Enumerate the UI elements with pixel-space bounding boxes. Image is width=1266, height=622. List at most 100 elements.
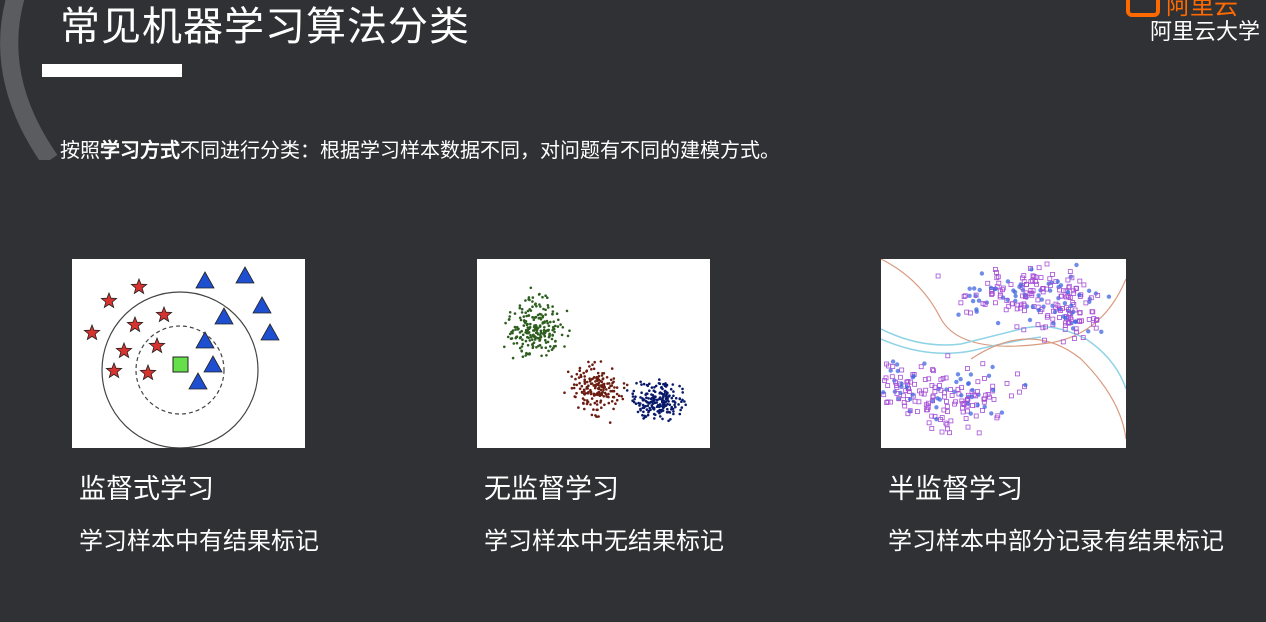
unlabeled-point <box>1044 261 1050 267</box>
cluster-point <box>526 328 530 332</box>
cluster-point <box>638 404 641 407</box>
unlabeled-point <box>1016 389 1022 395</box>
cluster-point <box>659 415 662 418</box>
unlabeled-point <box>1040 289 1046 295</box>
cluster-point <box>536 336 540 340</box>
cluster-point <box>538 303 541 306</box>
unlabeled-point <box>1089 309 1095 314</box>
unlabeled-point <box>1008 393 1014 399</box>
unlabeled-point <box>994 269 999 275</box>
labeled-point <box>1069 303 1074 308</box>
unlabeled-point <box>1072 307 1078 313</box>
cluster-point <box>552 320 555 323</box>
cluster-point <box>607 401 611 405</box>
cluster-point <box>652 389 656 392</box>
cluster-point <box>593 384 596 387</box>
unlabeled-point <box>960 405 965 411</box>
cluster-point <box>652 408 656 411</box>
cluster-point <box>522 324 526 327</box>
labeled-point <box>1087 296 1092 301</box>
cluster-point <box>535 346 538 349</box>
cluster-point <box>639 396 642 399</box>
cluster-point <box>544 294 547 297</box>
unlabeled-point <box>901 400 907 405</box>
labeled-point <box>989 411 994 416</box>
cluster-point <box>521 355 525 358</box>
unlabeled-point <box>884 361 889 367</box>
unlabeled-point <box>1066 283 1072 289</box>
cluster-point <box>528 326 531 330</box>
cluster-point <box>520 345 524 348</box>
cluster-point <box>538 343 542 347</box>
cluster-point <box>546 329 550 332</box>
unlabeled-point <box>930 398 935 404</box>
cluster-point <box>518 346 522 350</box>
labeled-point <box>1052 309 1058 315</box>
labeled-point <box>975 402 980 408</box>
labeled-point <box>899 384 904 389</box>
cluster-point <box>539 305 542 308</box>
cluster-point <box>578 369 581 372</box>
cluster-point <box>531 338 534 341</box>
cluster-point <box>597 383 600 387</box>
labeled-point <box>968 372 974 377</box>
cluster-point <box>577 406 580 409</box>
cluster-point <box>553 330 556 334</box>
cluster-point <box>595 403 599 406</box>
cluster-point <box>681 387 684 391</box>
cluster-point <box>552 345 556 348</box>
cluster-point <box>664 385 668 388</box>
cluster-point <box>529 286 533 290</box>
cluster-point <box>612 380 615 384</box>
cluster-point <box>587 390 590 394</box>
cluster-point <box>670 396 674 400</box>
unlabeled-point <box>906 389 912 394</box>
unlabeled-point <box>996 280 1002 286</box>
labeled-point <box>970 298 976 304</box>
unsupervised-figure-svg <box>503 286 687 424</box>
cluster-point <box>664 397 668 401</box>
star-marker <box>115 341 133 359</box>
unlabeled-point <box>1028 288 1034 293</box>
cluster-point <box>607 395 610 399</box>
unlabeled-point <box>926 400 931 406</box>
cluster-point <box>531 345 535 348</box>
unlabeled-point <box>1033 279 1038 285</box>
unlabeled-point <box>900 393 906 399</box>
unlabeled-point <box>1038 275 1044 281</box>
labeled-point <box>1062 301 1068 306</box>
cluster-point <box>572 386 576 390</box>
cluster-point <box>566 370 570 374</box>
unlabeled-point <box>1057 315 1062 320</box>
cluster-point <box>525 351 528 355</box>
unlabeled-point <box>1008 282 1014 288</box>
unlabeled-point <box>902 403 908 409</box>
cluster-point <box>537 293 541 296</box>
star-marker <box>130 277 148 295</box>
unlabeled-point <box>1021 301 1027 307</box>
cluster-point <box>533 325 537 329</box>
star-marker <box>126 315 144 333</box>
cluster-point <box>596 371 600 375</box>
unlabeled-point <box>1036 265 1042 271</box>
cluster-point <box>583 380 586 383</box>
cluster-point <box>590 397 594 400</box>
cluster-point <box>632 400 636 404</box>
cluster-point <box>551 310 555 313</box>
unlabeled-point <box>964 403 970 409</box>
unlabeled-point <box>930 367 935 372</box>
cluster-point <box>648 389 651 392</box>
unlabeled-point <box>1067 311 1073 317</box>
unlabeled-point <box>929 426 935 431</box>
cluster-point <box>547 306 550 309</box>
cluster-point <box>650 404 654 407</box>
semi-supervised-figure-svg <box>881 259 1126 440</box>
unlabeled-point <box>960 409 966 415</box>
cluster-point <box>595 399 599 403</box>
unlabeled-point <box>1073 286 1079 292</box>
unlabeled-point <box>930 393 936 399</box>
unlabeled-point <box>1088 295 1094 301</box>
cluster-point <box>575 383 579 387</box>
logo-top-text: 阿里云 <box>1166 0 1238 20</box>
cluster-point <box>592 408 595 411</box>
